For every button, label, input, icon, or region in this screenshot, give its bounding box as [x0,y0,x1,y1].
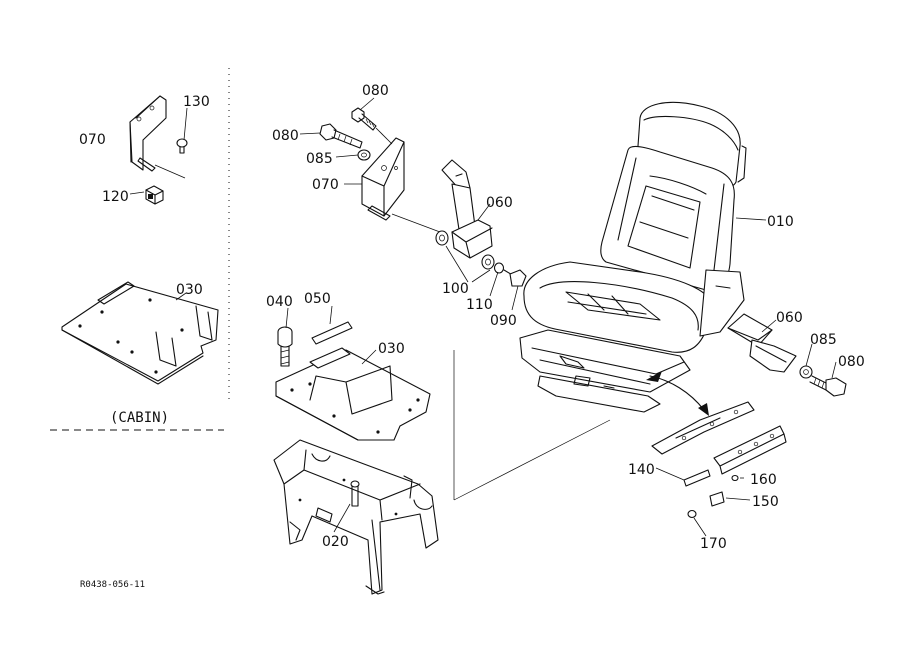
bolt-020 [350,480,360,507]
guide-line-2 [453,419,611,501]
callout-030-cabin: 030 [176,282,203,298]
callout-110: 110 [466,297,493,313]
washer-100 [435,230,449,246]
cabin-clip-120 [145,185,164,205]
bolt-080-side [319,123,363,149]
strip-050 [311,321,353,345]
bolt-040 [277,326,293,367]
callout-060-center: 060 [486,195,513,211]
pin-160 [731,474,739,482]
cabin-bracket-070 [129,95,186,179]
callout-150: 150 [752,494,779,510]
callout-100: 100 [442,281,469,297]
leader-lines [129,97,837,537]
seatbelt-060-center [441,159,493,259]
seatbelt-060-right [727,313,797,373]
direction-arrow [646,371,709,416]
callout-160: 160 [750,472,777,488]
bolt-080-right [809,375,847,397]
callout-085-right: 085 [810,332,837,348]
washer-085-upper [357,149,371,161]
seat-rail-upper [651,401,755,455]
callout-170: 170 [700,536,727,552]
bar-140 [683,469,711,487]
callout-070-belt: 070 [312,177,339,193]
seat-rail-lower [713,425,787,475]
callout-040: 040 [266,294,293,310]
drawing-code: R0438-056-11 [80,580,145,590]
cabin-bolt-130 [176,138,188,154]
callout-090: 090 [490,313,517,329]
bolt-090 [503,269,527,287]
seat-010 [519,101,747,413]
seat-frame-020 [273,439,439,595]
callout-080-side: 080 [272,128,299,144]
floor-plate-030 [275,347,431,441]
callout-010: 010 [767,214,794,230]
callout-070-cabin: 070 [79,132,106,148]
callout-050: 050 [304,291,331,307]
cabin-plate-030 [61,281,219,385]
callout-060-right: 060 [776,310,803,326]
callout-080-upper: 080 [362,83,389,99]
callout-130: 130 [183,94,210,110]
callout-140: 140 [628,462,655,478]
clip-150 [709,491,725,507]
cabin-label: (CABIN) [110,410,169,426]
callout-085-upper: 085 [306,151,333,167]
belt-bracket-070 [361,137,441,233]
bolt-170 [687,509,697,519]
callout-120: 120 [102,189,129,205]
callout-020: 020 [322,534,349,550]
washer-085-right [799,365,813,379]
callout-080-right: 080 [838,354,865,370]
bolt-080-upper [351,107,393,145]
lockwasher-110 [493,262,505,274]
callout-030-floor: 030 [378,341,405,357]
washer-100b [481,254,495,270]
